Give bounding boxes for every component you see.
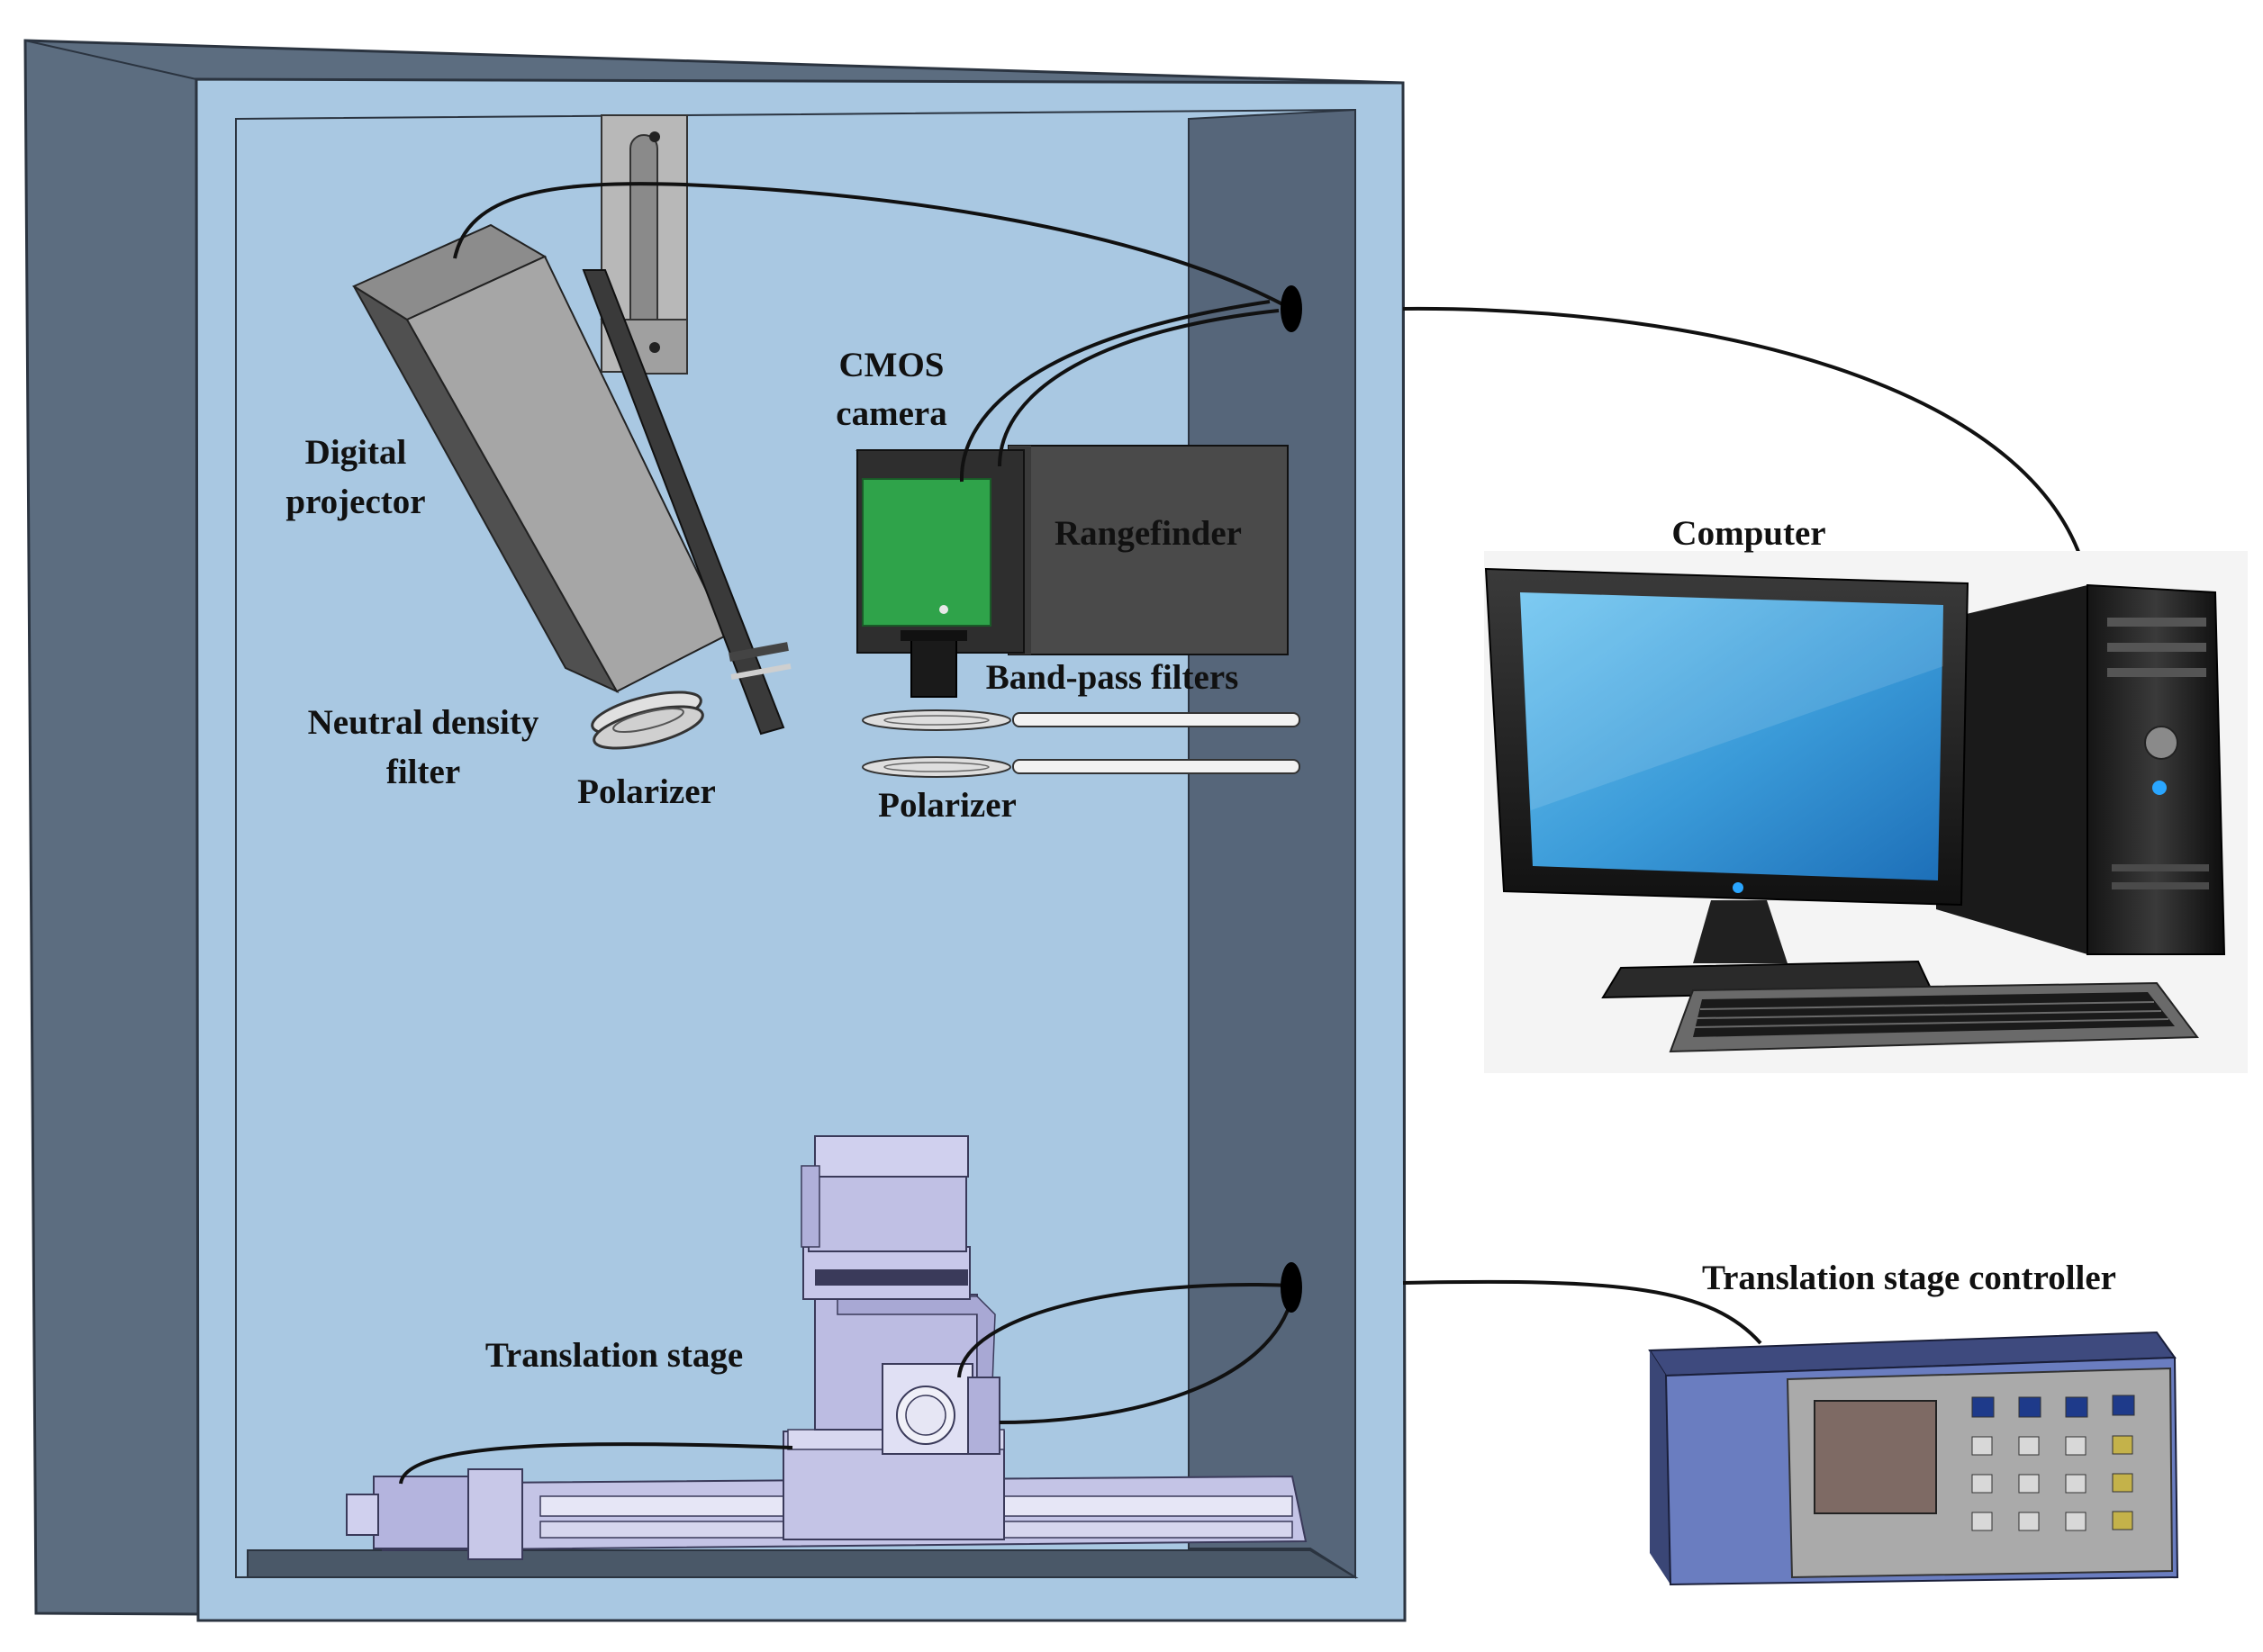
monitor-stand-neck (1693, 900, 1788, 963)
enclosure-right-wall (1188, 108, 1356, 1579)
computer-tower-front (2086, 583, 2226, 955)
port-top (1281, 285, 1302, 332)
camera-body (862, 478, 991, 627)
label-filter: filter (386, 753, 460, 791)
label-camera: camera (836, 394, 946, 433)
controller-keypad (1971, 1395, 2135, 1531)
label-polarizer-camera: Polarizer (878, 786, 1017, 825)
label-rangefinder: Rangefinder (1055, 514, 1242, 553)
label-digital: Digital (305, 433, 407, 472)
projector-filters (591, 691, 704, 750)
controller-cable (1402, 1279, 1762, 1345)
stage-cable-carriage (957, 1283, 1293, 1378)
computer (1484, 551, 2248, 1073)
labels: Digital projector Neutral density filter… (285, 346, 2116, 1375)
label-cmos: CMOS (839, 346, 945, 384)
label-band-pass-filters: Band-pass filters (986, 658, 1239, 697)
translation-stage (346, 1135, 1308, 1560)
label-translation-stage: Translation stage (485, 1336, 743, 1375)
monitor-screen (1520, 592, 1943, 880)
camera-lens (910, 631, 957, 698)
label-neutral-density: Neutral density (308, 703, 539, 742)
cmos-camera (855, 449, 1027, 698)
port-bottom (1281, 1262, 1302, 1313)
stage-cable-side (999, 1295, 1294, 1424)
camera-cable-2 (998, 309, 1280, 467)
stage-cable-motor (399, 1442, 793, 1485)
label-projector: projector (285, 483, 425, 521)
tower-power-button (2144, 726, 2178, 760)
digital-projector (351, 223, 792, 736)
translation-stage-controller (1648, 1331, 2179, 1586)
label-stage-controller: Translation stage controller (1702, 1259, 2116, 1297)
stage-top-plate (814, 1135, 969, 1178)
projector-cable (453, 182, 1290, 310)
enclosure (23, 39, 1407, 1622)
cables (399, 182, 2091, 1485)
tower-power-led (2152, 781, 2167, 795)
monitor-led (1733, 882, 1743, 893)
band-pass-filter-holder (862, 709, 1300, 731)
controller-screen (1814, 1400, 1937, 1514)
computer-tower-side (1936, 585, 2087, 954)
rangefinder-body (1008, 445, 1289, 655)
camera-polarizer-holder (862, 756, 1300, 778)
label-polarizer-projector: Polarizer (577, 772, 716, 811)
projector-plate (582, 269, 785, 736)
label-computer: Computer (1671, 514, 1825, 553)
computer-cable (1402, 306, 2091, 591)
camera-cable-1 (959, 300, 1271, 483)
enclosure-floor (247, 1549, 1359, 1578)
controller-side (1650, 1350, 1670, 1584)
